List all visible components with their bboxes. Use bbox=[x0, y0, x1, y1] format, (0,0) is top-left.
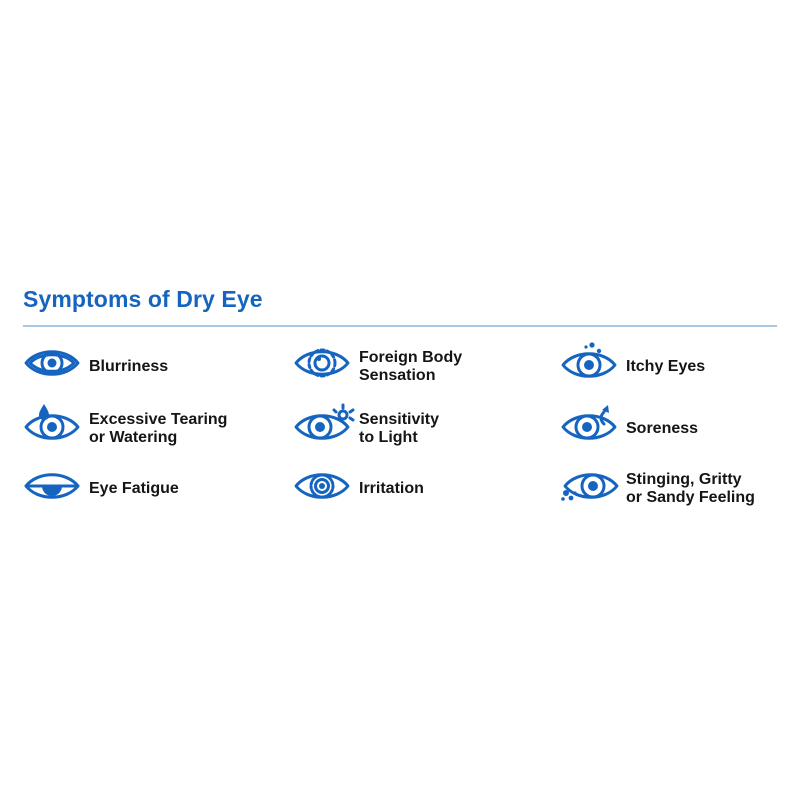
symptom-item-tearing: Excessive Tearing or Watering bbox=[23, 404, 253, 454]
blurry-eye-icon bbox=[24, 350, 80, 376]
symptom-label-line: Irritation bbox=[359, 480, 424, 497]
symptom-label-line: or Sandy Feeling bbox=[626, 489, 755, 506]
symptom-item-irritation: Irritation bbox=[293, 464, 523, 514]
symptom-label-line: Blurriness bbox=[89, 358, 169, 375]
symptom-label-line: Soreness bbox=[626, 420, 699, 437]
symptom-label-line: Eye Fatigue bbox=[89, 480, 179, 497]
symptom-label-line: Itchy Eyes bbox=[626, 358, 706, 375]
symptom-item-stinging-gritty: Stinging, Gritty or Sandy Feeling bbox=[560, 464, 790, 514]
symptom-item-foreign-body: Foreign Body Sensation bbox=[293, 342, 523, 392]
light-sensitive-eye-icon bbox=[294, 403, 355, 440]
symptom-item-eye-fatigue: Eye Fatigue bbox=[23, 464, 253, 514]
symptom-label-line: Sensation bbox=[359, 367, 436, 384]
symptom-label-line: Foreign Body bbox=[359, 349, 463, 366]
symptom-label-line: Sensitivity bbox=[359, 411, 440, 428]
symptom-label-line: or Watering bbox=[89, 429, 178, 446]
gritty-eye-icon bbox=[561, 473, 619, 501]
symptom-item-blurriness: Blurriness bbox=[23, 342, 253, 392]
fatigued-eye-icon bbox=[24, 473, 80, 499]
foreign-body-eye-icon bbox=[294, 348, 350, 378]
symptom-label-line: Stinging, Gritty bbox=[626, 471, 742, 488]
symptom-item-soreness: Soreness bbox=[560, 404, 790, 454]
irritated-eye-icon bbox=[294, 473, 350, 499]
symptom-item-light-sensitivity: Sensitivity to Light bbox=[293, 403, 523, 454]
tearing-eye-icon bbox=[24, 404, 80, 440]
symptom-label-line: to Light bbox=[359, 429, 418, 446]
page-title: Symptoms of Dry Eye bbox=[23, 286, 263, 312]
itchy-eye-icon bbox=[561, 342, 617, 378]
title-divider bbox=[23, 325, 777, 327]
symptom-item-itchy-eyes: Itchy Eyes bbox=[560, 342, 790, 392]
symptom-label-line: Excessive Tearing bbox=[89, 411, 228, 428]
sore-eye-icon bbox=[561, 405, 617, 440]
